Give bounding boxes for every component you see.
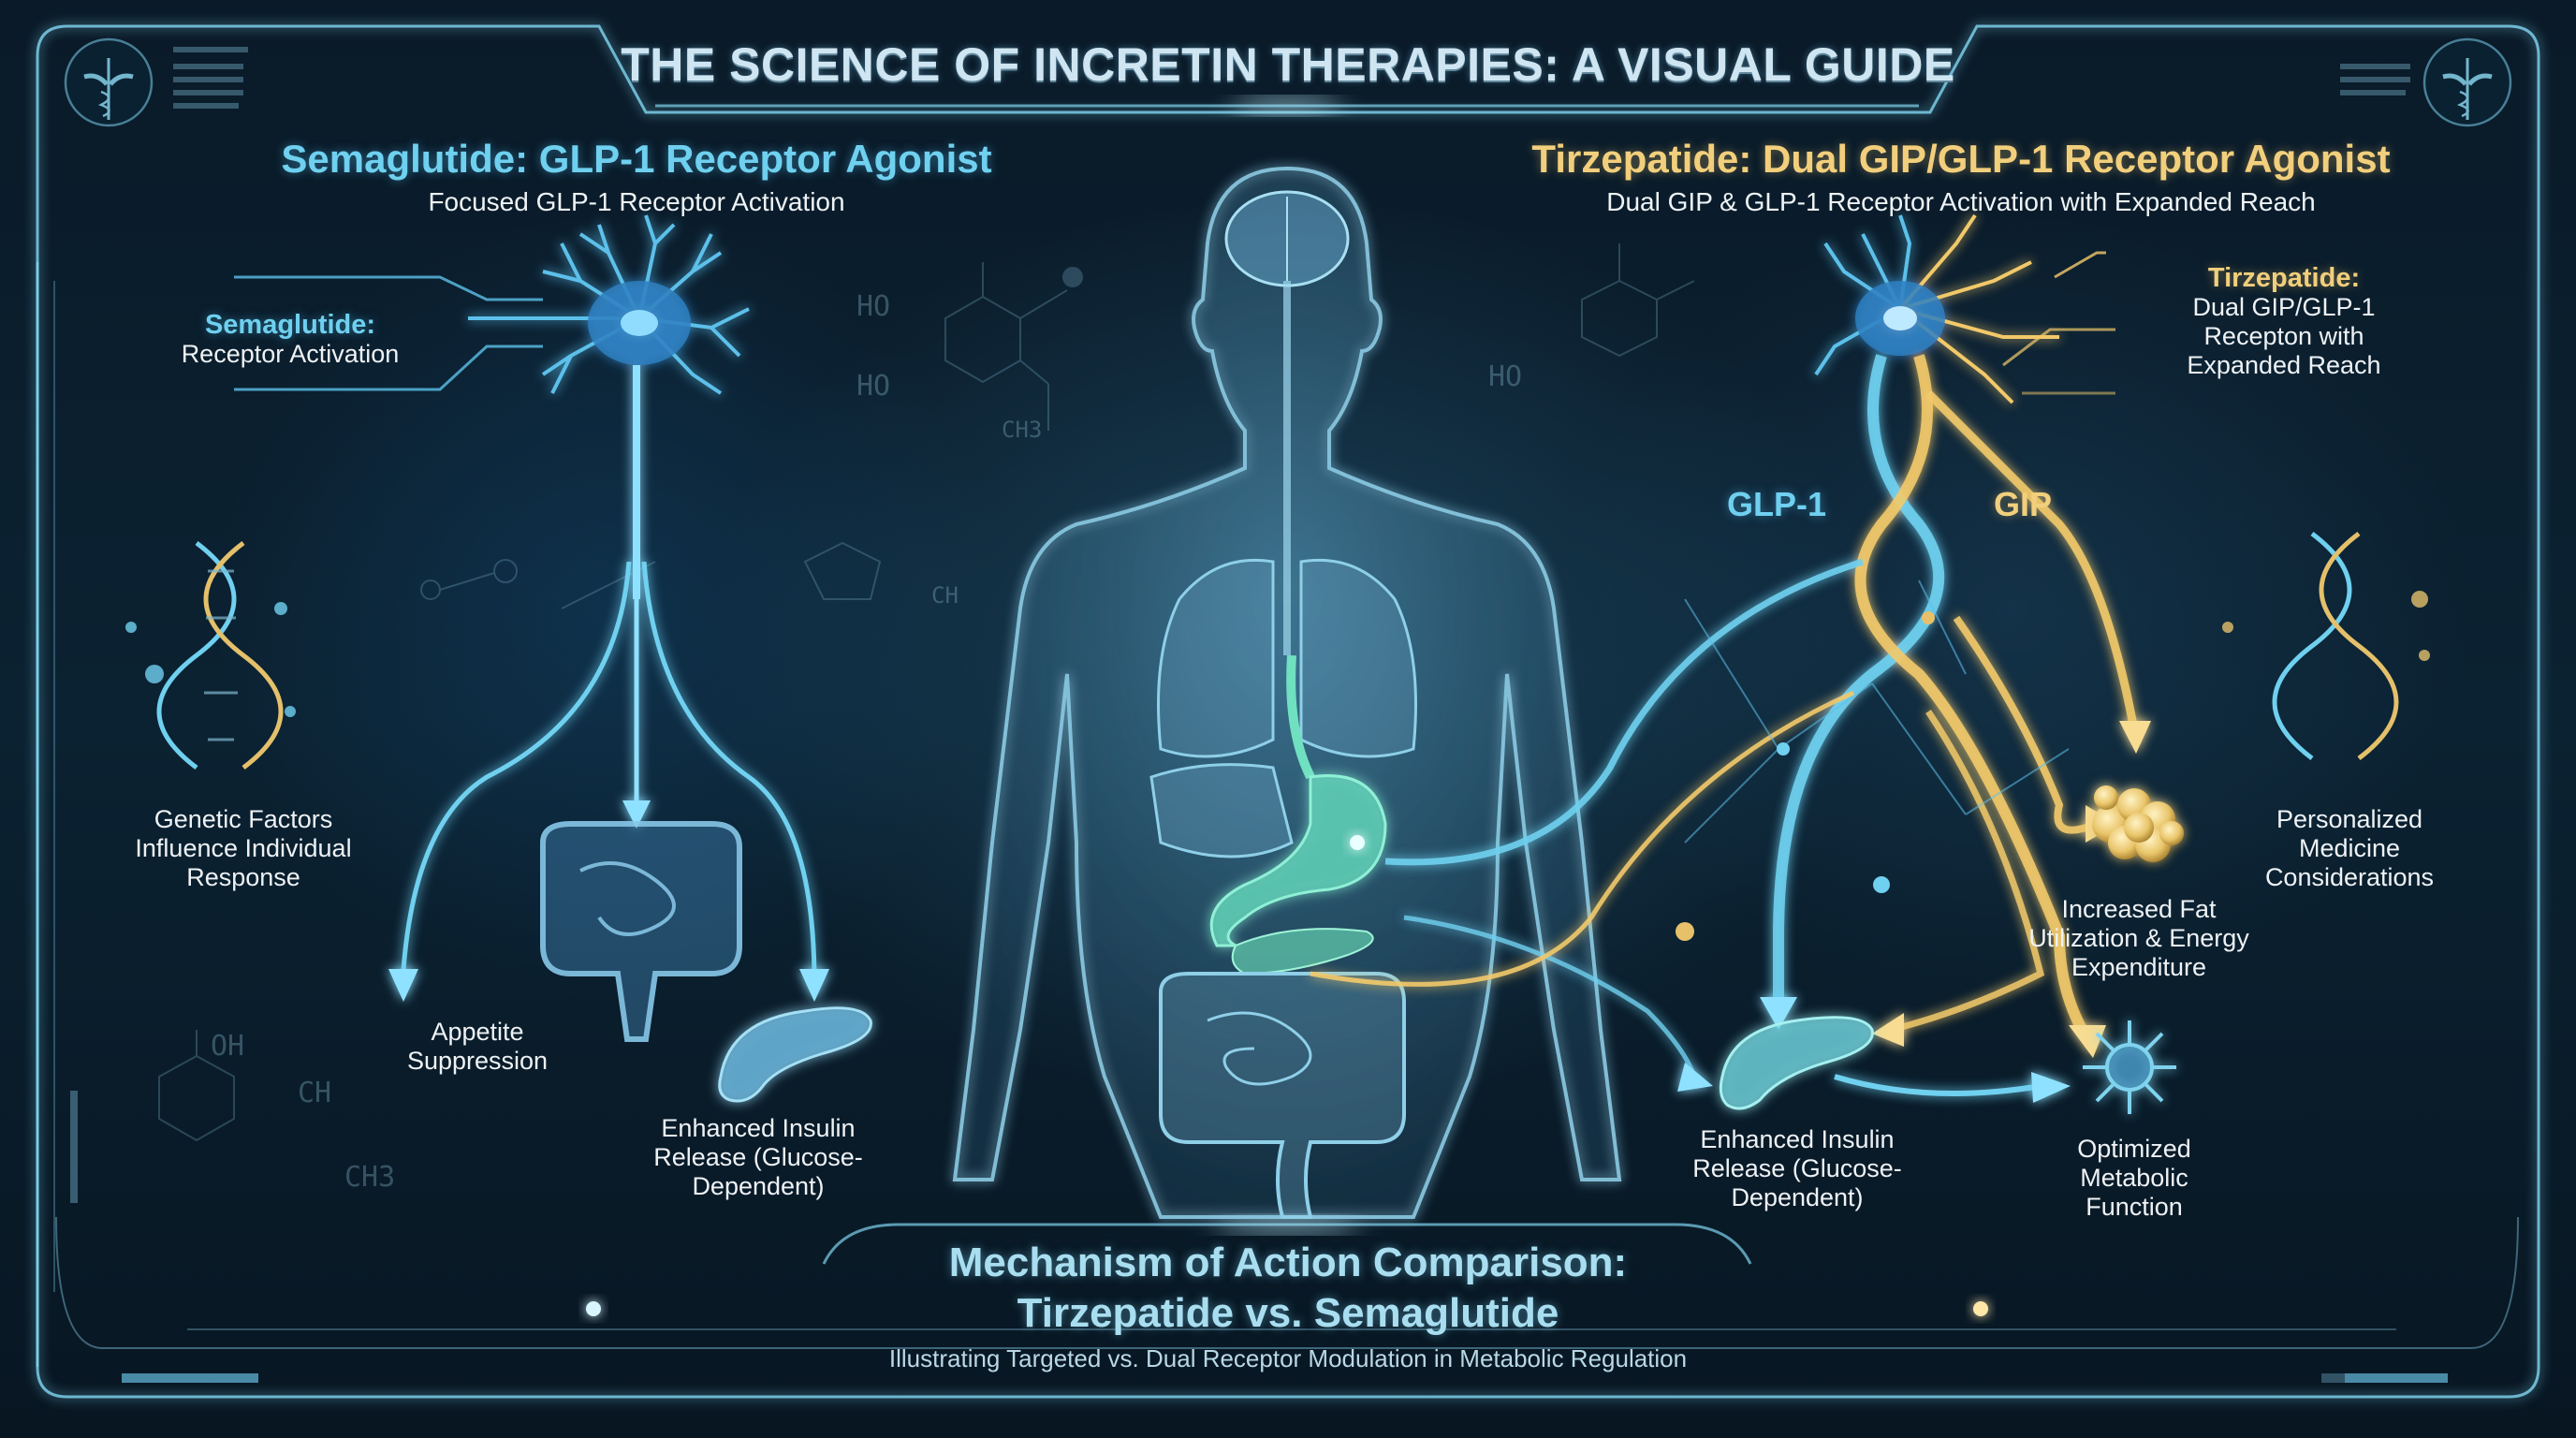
molecule-label: OH (211, 1030, 245, 1063)
appetite-suppression-label: Appetite Suppression (406, 1018, 549, 1075)
tirzepatide-heading: Tirzepatide: Dual GIP/GLP-1 Receptor Ago… (1531, 137, 2391, 181)
semaglutide-callout-title: Semaglutide: (204, 310, 376, 340)
semaglutide-heading: Semaglutide: GLP-1 Receptor Agonist (281, 137, 992, 181)
footer-plaque: Mechanism of Action Comparison: Tirzepat… (0, 1238, 2576, 1373)
footer-subtitle: Illustrating Targeted vs. Dual Receptor … (888, 1344, 1688, 1372)
tirzepatide-subheading: Dual GIP & GLP-1 Receptor Activation wit… (1606, 187, 2316, 216)
fat-utilization-label: Increased Fat Utilization & Energy Expen… (2028, 895, 2249, 981)
footer-title-line1: Mechanism of Action Comparison: (948, 1240, 1628, 1285)
semaglutide-callout: Semaglutide: Receptor Activation (150, 311, 431, 369)
left-insulin-release-label: Enhanced Insulin Release (Glucose-Depend… (653, 1114, 863, 1200)
semaglutide-subheading: Focused GLP-1 Receptor Activation (428, 187, 845, 216)
semaglutide-callout-text: Receptor Activation (181, 340, 400, 368)
molecule-label: CH (298, 1077, 332, 1109)
molecule-label: HO (856, 290, 891, 323)
molecule-label: HO (856, 370, 891, 403)
footer-title-line2: Tirzepatide vs. Semaglutide (1017, 1290, 1559, 1336)
metabolic-function-label: Optimized Metabolic Function (2077, 1135, 2191, 1221)
molecule-label: CH3 (344, 1161, 396, 1194)
semaglutide-header: Semaglutide: GLP-1 Receptor Agonist Focu… (271, 137, 1002, 217)
tirzepatide-header: Tirzepatide: Dual GIP/GLP-1 Receptor Ago… (1516, 137, 2406, 217)
gip-pathway-label: GIP (1994, 485, 2053, 523)
tirzepatide-callout-title: Tirzepatide: (2207, 263, 2361, 293)
glp1-pathway-label: GLP-1 (1727, 485, 1827, 523)
right-insulin-release-label: Enhanced Insulin Release (Glucose-Depend… (1692, 1125, 1902, 1211)
molecule-label: HO (1488, 360, 1523, 393)
personalized-medicine-note: Personalized Medicine Considerations (2264, 805, 2435, 891)
genetic-factors-note: Genetic Factors Influence Individual Res… (135, 805, 352, 891)
molecule-label: CH (931, 582, 959, 609)
molecule-label: CH3 (1002, 417, 1043, 443)
tirzepatide-callout-text: Dual GIP/GLP-1 Recepton with Expanded Re… (2187, 293, 2381, 379)
page-title: THE SCIENCE OF INCRETIN THERAPIES: A VIS… (621, 38, 1955, 91)
tirzepatide-callout: Tirzepatide: Dual GIP/GLP-1 Recepton wit… (2162, 264, 2406, 380)
